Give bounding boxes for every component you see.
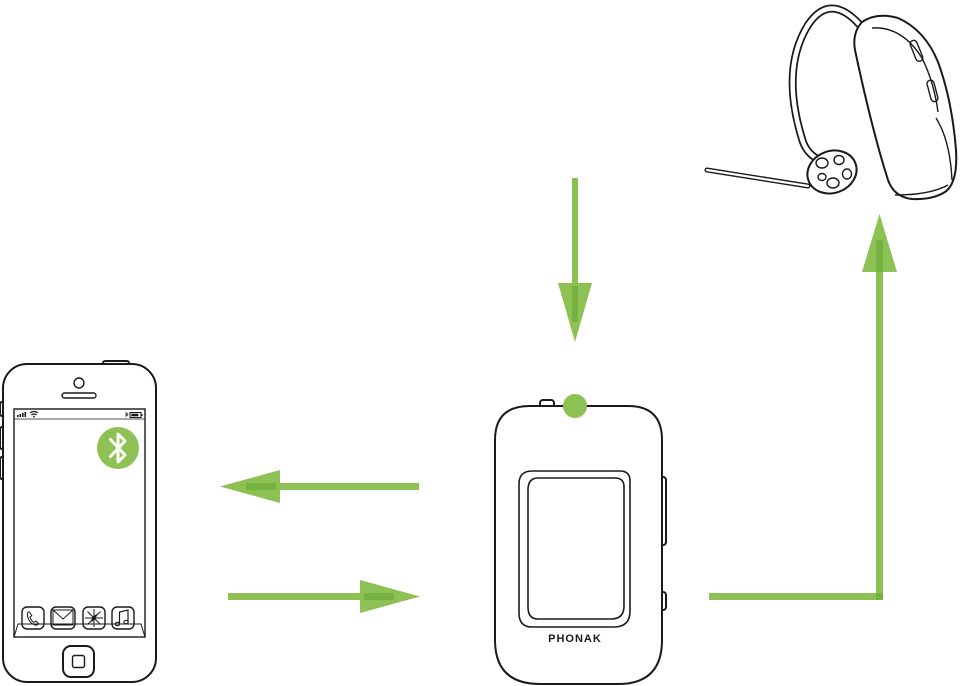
phone-body (2, 363, 157, 683)
device-body (494, 405, 663, 685)
hearing-aid-dome (806, 149, 858, 195)
hearing-aid (704, 4, 958, 201)
signal-icon (17, 412, 27, 417)
hearing-aid-volume-button[interactable] (926, 79, 939, 103)
phone-home-button[interactable] (62, 645, 95, 678)
hearing-aid-housing (853, 14, 958, 201)
device-indicator-led (563, 394, 587, 418)
arrow-device-to-hearing-aid (709, 214, 897, 600)
arrow-phone-to-device (228, 580, 420, 613)
arrow-device-to-phone (220, 470, 419, 503)
phone-icon[interactable] (21, 606, 45, 630)
hearing-aid-wire-inner (705, 168, 810, 188)
device-screen (527, 477, 625, 620)
phone-earpiece (61, 392, 97, 399)
device-brand-label: PHONAK (548, 633, 602, 645)
wifi-icon (29, 410, 39, 418)
phone-camera (73, 377, 85, 389)
hearing-aid-tube-inner (790, 6, 863, 163)
smartphone (0, 360, 157, 683)
streamer-device: PHONAK (494, 394, 667, 685)
music-icon[interactable] (111, 606, 135, 630)
compass-icon[interactable] (82, 606, 106, 630)
device-screen-bezel (518, 470, 631, 628)
battery-icon (125, 412, 143, 418)
bluetooth-icon (97, 427, 139, 469)
hearing-aid-program-button[interactable] (909, 39, 924, 62)
mail-icon[interactable] (50, 606, 76, 630)
arrow-input-to-device (558, 178, 592, 342)
